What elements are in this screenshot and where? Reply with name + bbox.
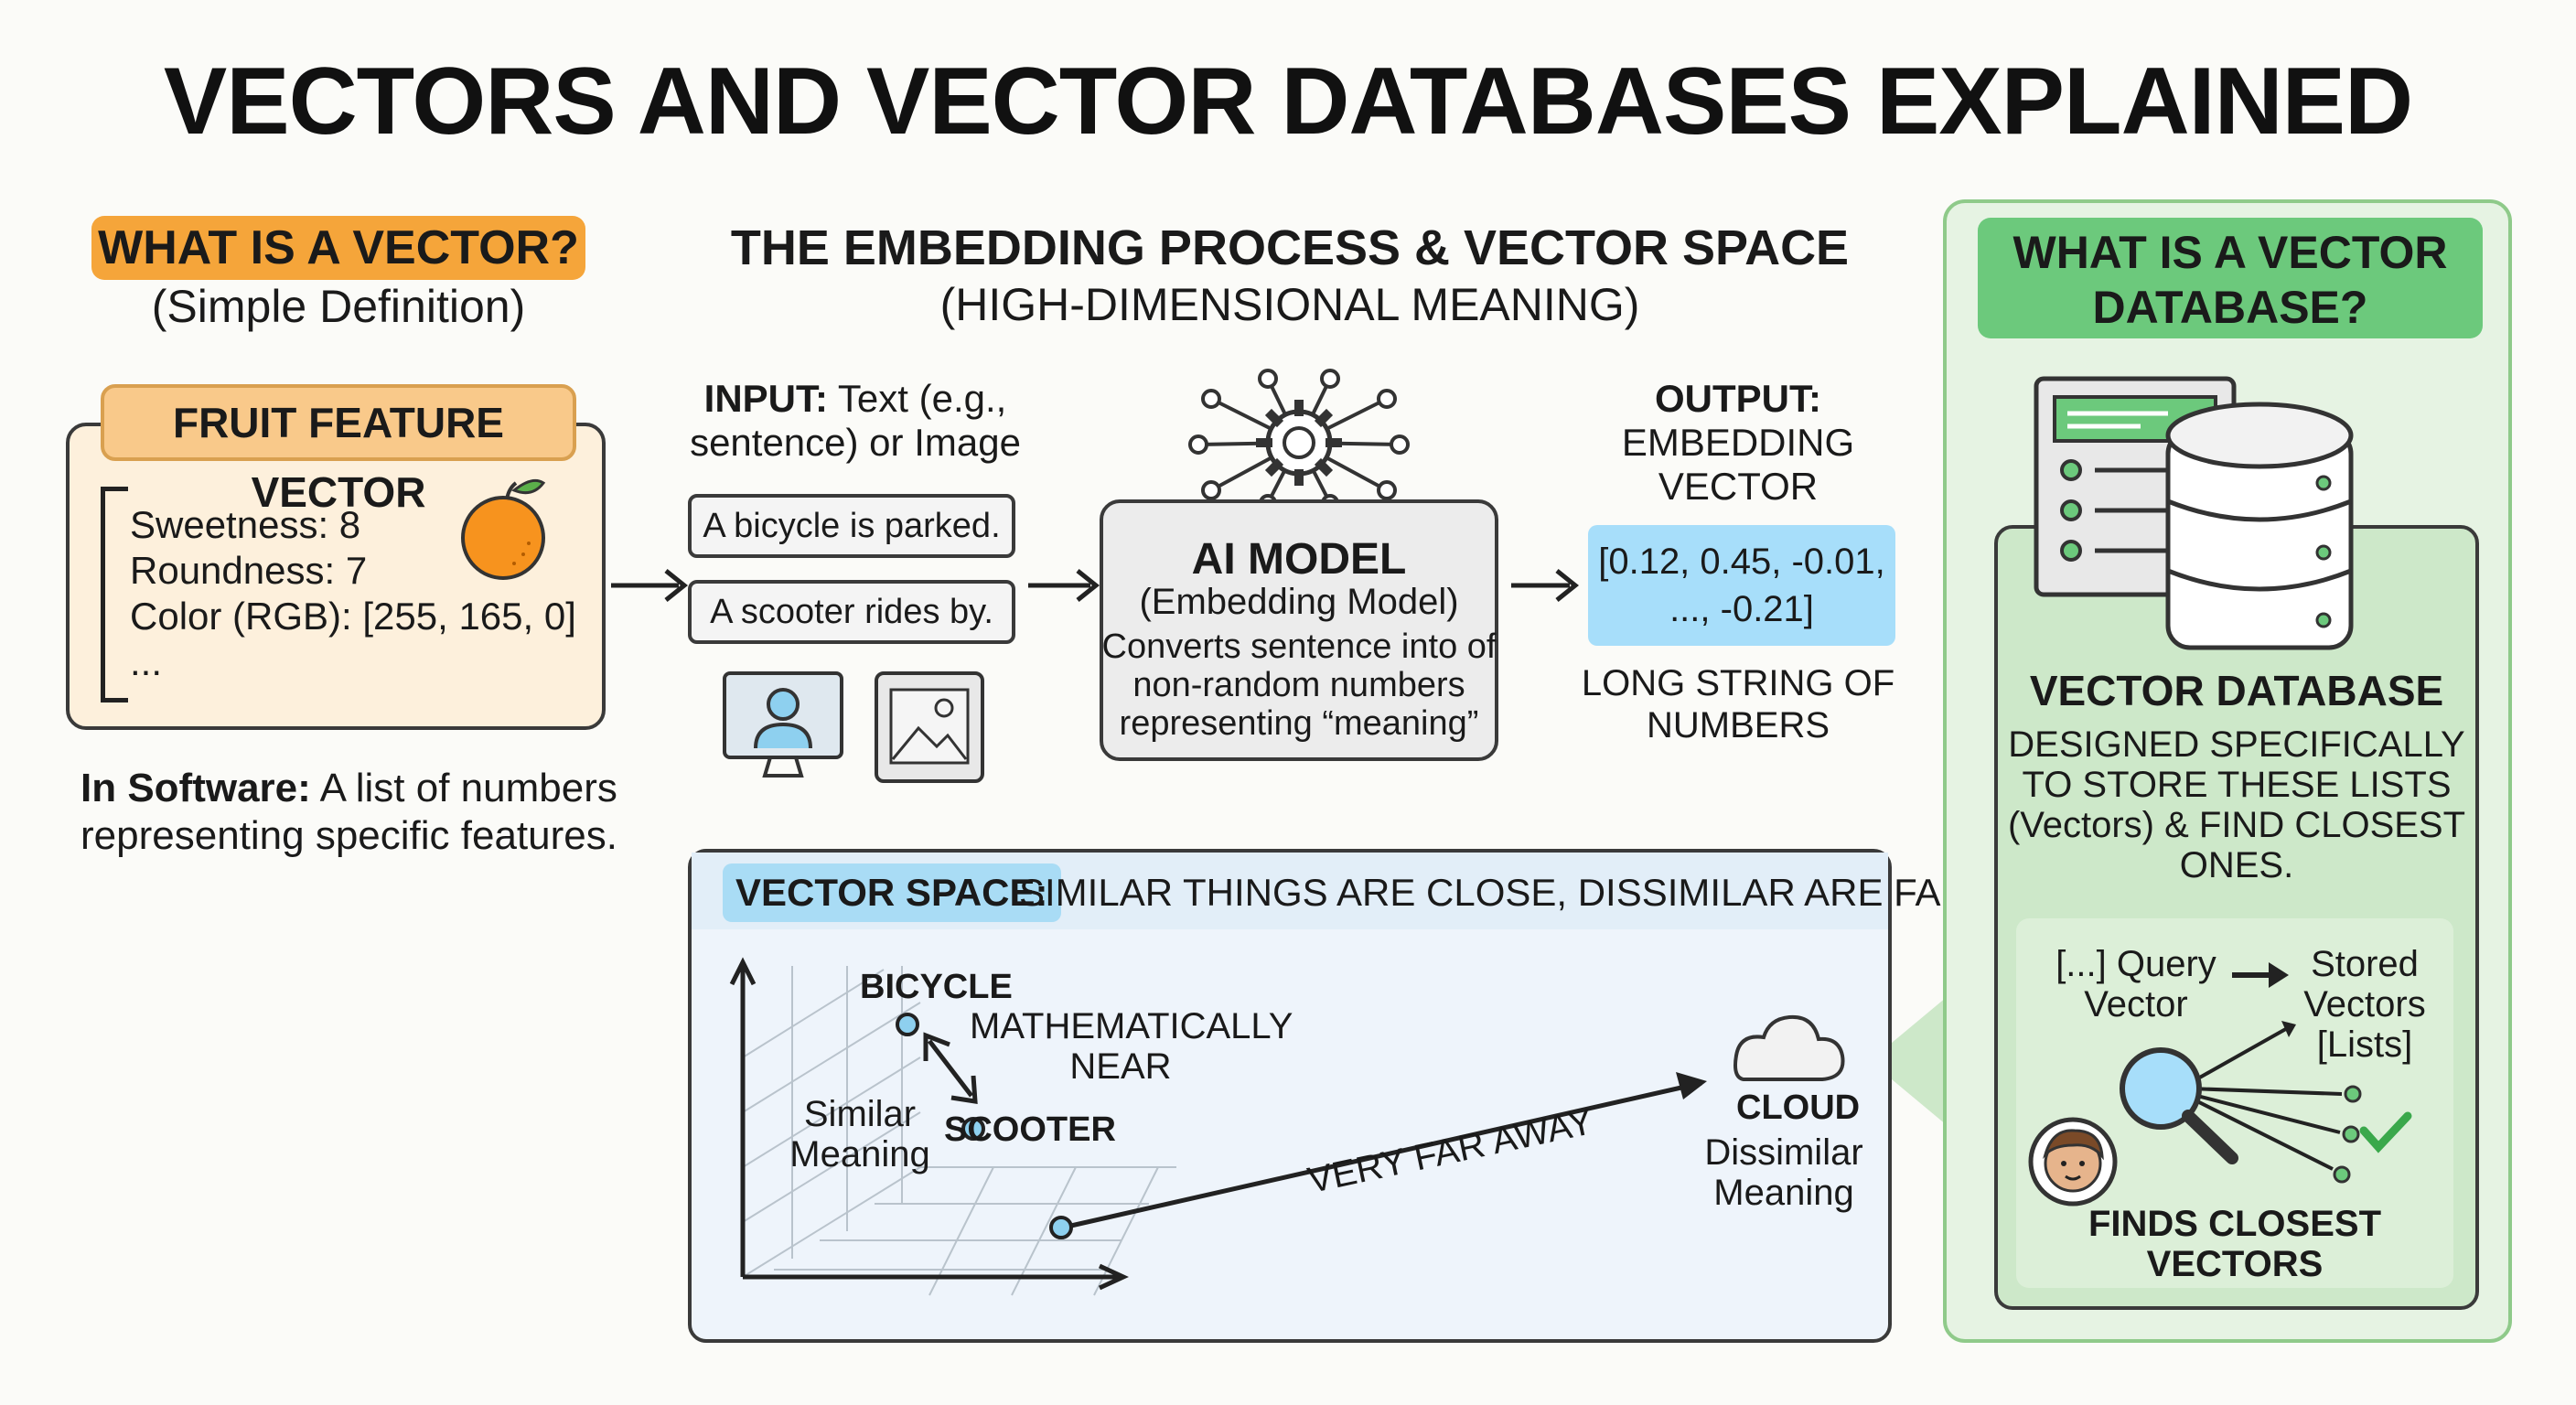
long-string-note: LONG STRING OF NUMBERS <box>1581 663 1895 745</box>
ai-model-description: Converts sentence into of non-random num… <box>1101 627 1497 743</box>
finds-closest-vectors-label: FINDS CLOSEST VECTORS <box>2088 1204 2382 1284</box>
embedding-subheading: (HIGH-DIMENSIONAL MEANING) <box>939 279 1640 330</box>
image-file-icon <box>875 671 984 783</box>
bicycle-label: BICYCLE <box>860 968 1013 1006</box>
cloud-icon <box>1733 1014 1845 1081</box>
user-avatar-icon <box>2028 1117 2118 1207</box>
software-note-label: In Software: <box>80 766 311 810</box>
point-scooter <box>961 1117 985 1141</box>
software-note-text: A list of numbers representing specific … <box>80 766 617 858</box>
magnifier-icon <box>2120 1047 2202 1130</box>
ai-model-box <box>1100 499 1498 761</box>
cloud-label: CLOUD <box>1736 1089 1861 1127</box>
input-label-text: Text (e.g., sentence) or Image <box>690 377 1021 464</box>
main-title: VECTORS AND VECTOR DATABASES EXPLAINED <box>163 48 2413 155</box>
similar-meaning-label: Similar Meaning <box>789 1094 930 1174</box>
similarity-search-graphic <box>2028 962 2412 1207</box>
mathematically-near-label: MATHEMATICALLY NEAR <box>970 1006 1293 1087</box>
stored-vectors-label: Stored Vectors [Lists] <box>2303 944 2426 1065</box>
query-vector-label: [...] Query Vector <box>2055 944 2216 1024</box>
sentence-scooter: A scooter rides by. <box>688 580 1015 644</box>
vector-space-panel <box>688 849 1892 1343</box>
panel-connector <box>1892 997 1947 1125</box>
output-label-text: EMBEDDING VECTOR <box>1621 421 1855 508</box>
output-label-bold: OUTPUT: <box>1655 377 1821 420</box>
feature-more: ... <box>130 640 163 683</box>
arrow-to-model-icon <box>1028 569 1100 602</box>
embedding-vector-box: [0.12, 0.45, -0.01, ..., -0.21] <box>1588 525 1895 646</box>
point-bicycle <box>896 1013 919 1036</box>
vector-database-heading: WHAT IS A VECTOR DATABASE? <box>1978 218 2483 338</box>
database-server-icon <box>2034 376 2354 650</box>
vector-database-description: DESIGNED SPECIFICALLY TO STORE THESE LIS… <box>2007 724 2466 885</box>
sentence-bicycle: A bicycle is parked. <box>688 494 1015 558</box>
ai-model-subtitle: (Embedding Model) <box>1139 582 1459 622</box>
vector-space-plot <box>729 957 1845 1296</box>
vector-space-label: VECTOR SPACE: <box>723 863 1061 922</box>
vector-subheading: (Simple Definition) <box>151 281 526 332</box>
similarity-search-box <box>2016 918 2453 1288</box>
input-label: INPUT: Text (e.g., sentence) or Image <box>677 377 1034 465</box>
embedding-heading: THE EMBEDDING PROCESS & VECTOR SPACE <box>730 220 1850 275</box>
vector-bracket <box>101 487 128 702</box>
ai-model-title: AI MODEL <box>1191 535 1407 584</box>
vector-space-caption: SIMILAR THINGS ARE CLOSE, DISSIMILAR ARE… <box>1019 871 1969 914</box>
feature-sweetness: Sweetness: 8 <box>130 503 361 546</box>
scooter-label: SCOOTER <box>944 1110 1116 1149</box>
output-label: OUTPUT: EMBEDDING VECTOR <box>1573 377 1903 509</box>
fruit-card-title: FRUIT FEATURE VECTOR <box>101 384 576 516</box>
feature-roundness: Roundness: 7 <box>130 549 368 592</box>
dissimilar-meaning-label: Dissimilar Meaning <box>1704 1132 1863 1213</box>
orange-fruit-icon <box>461 478 546 580</box>
neural-network-gear-icon <box>1188 369 1410 512</box>
vector-database-title: VECTOR DATABASE <box>2029 667 2444 714</box>
vector-heading: WHAT IS A VECTOR? <box>91 216 585 280</box>
checkmark-icon <box>2359 1111 2412 1153</box>
point-far <box>1049 1216 1073 1239</box>
monitor-user-icon <box>723 671 843 778</box>
input-label-bold: INPUT: <box>703 377 828 420</box>
software-note: In Software: A list of numbers represent… <box>80 765 648 860</box>
feature-color: Color (RGB): [255, 165, 0] <box>130 595 576 638</box>
arrow-to-output-icon <box>1511 569 1580 602</box>
arrow-to-input-icon <box>611 569 689 602</box>
